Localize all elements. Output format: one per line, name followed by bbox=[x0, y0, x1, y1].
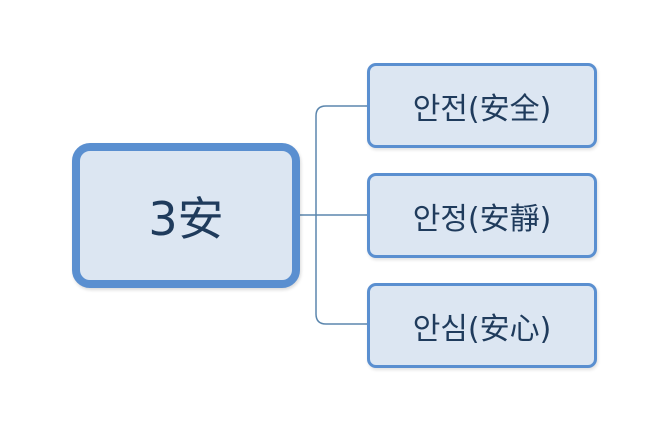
child-node-stability: 안정(安靜) bbox=[367, 173, 597, 258]
root-node: 3安 bbox=[72, 143, 300, 288]
child-node-peace-of-mind: 안심(安心) bbox=[367, 283, 597, 368]
child-label-stability: 안정(安靜) bbox=[412, 201, 552, 237]
child-node-safety: 안전(安全) bbox=[367, 63, 597, 148]
root-label: 3安 bbox=[148, 191, 224, 246]
child-label-peace-of-mind: 안심(安心) bbox=[412, 311, 552, 347]
child-label-safety: 안전(安全) bbox=[412, 91, 552, 127]
